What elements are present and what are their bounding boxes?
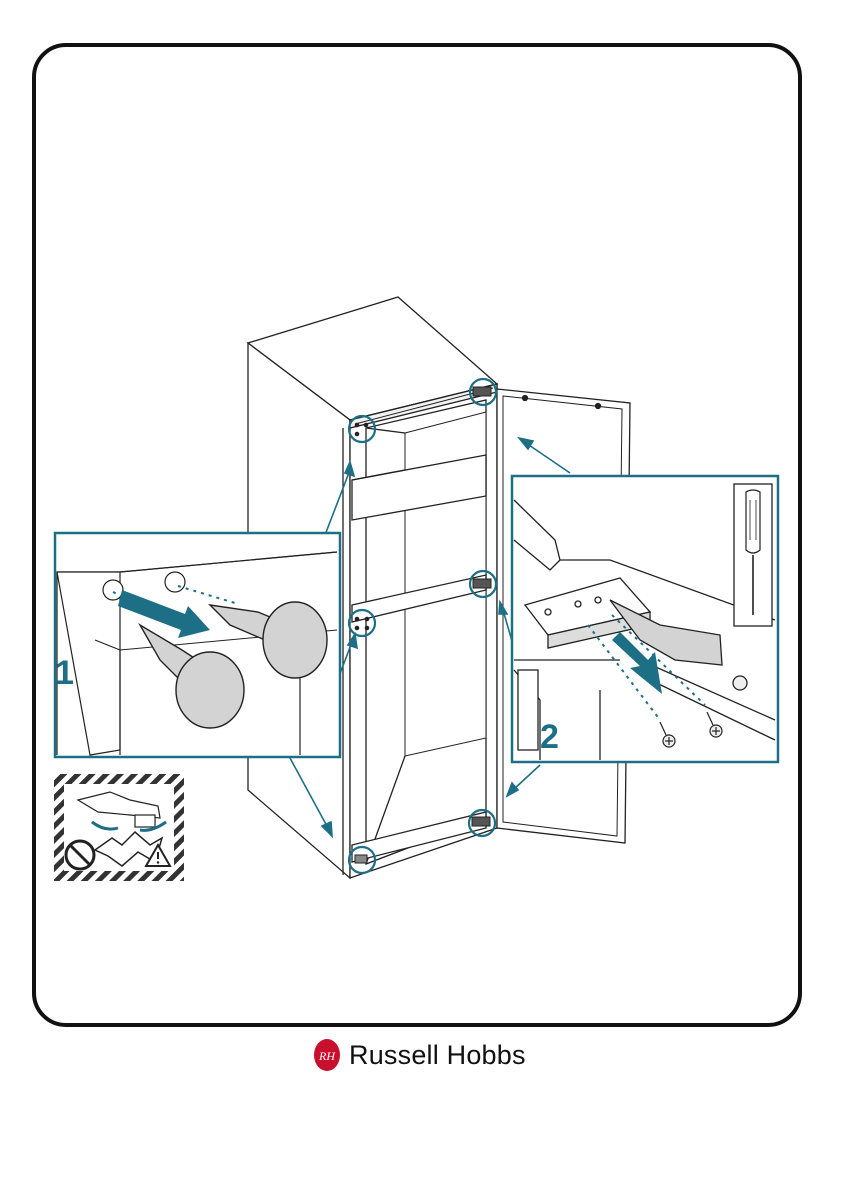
screwdriver-icon	[734, 484, 772, 626]
detail-panel-1	[55, 533, 340, 757]
hinge-pinch-hazard-icon	[54, 774, 184, 881]
step-number-1: 1	[55, 654, 74, 693]
brand-logo: RH Russell Hobbs	[313, 1037, 526, 1073]
no-hand-icon	[66, 841, 94, 869]
svg-text:RH: RH	[318, 1049, 336, 1063]
step-number-2: 2	[540, 718, 559, 757]
brand-monogram-icon: RH	[313, 1038, 341, 1072]
brand-name: Russell Hobbs	[349, 1040, 526, 1071]
